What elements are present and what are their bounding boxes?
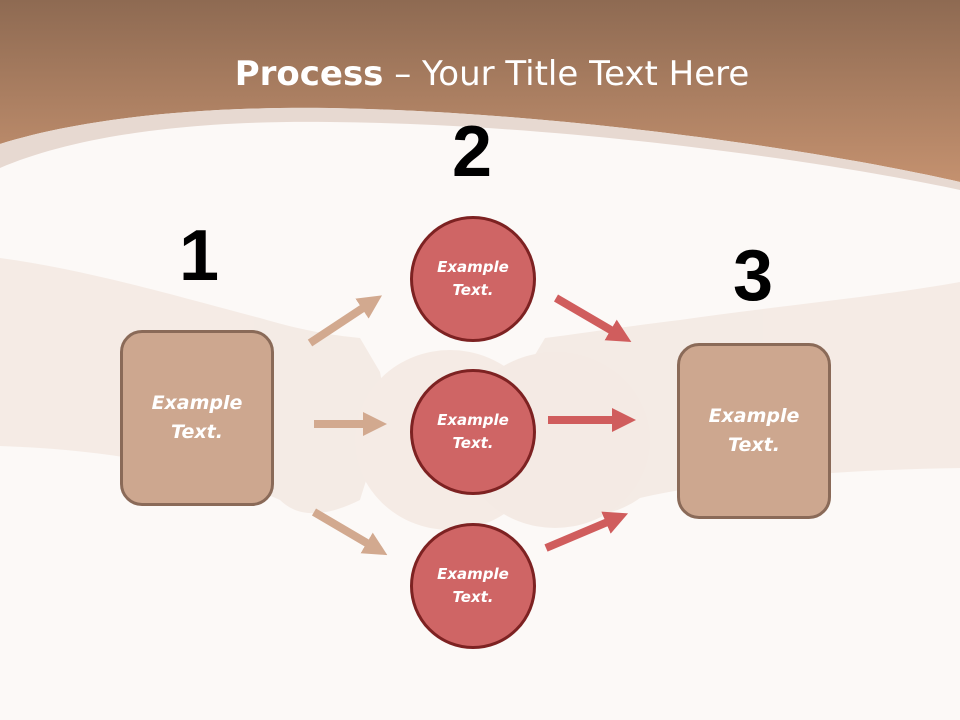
right-box: Example Text. [677, 343, 831, 519]
arrow-left-to-top [307, 295, 383, 347]
circle-middle-line2: Text. [452, 434, 494, 452]
title-bold: Process [234, 54, 384, 94]
circle-middle-line1: Example [437, 411, 509, 429]
circle-top-line1: Example [437, 258, 509, 276]
circle-top-line2: Text. [452, 281, 494, 299]
left-box-line1: Example [151, 392, 243, 414]
arrow-bottom-to-right [544, 511, 629, 552]
left-box: Example Text. [120, 330, 274, 506]
circle-bottom-line1: Example [437, 565, 509, 583]
step-number-3: 3 [732, 236, 774, 316]
left-box-line2: Text. [171, 421, 223, 443]
right-box-line1: Example [708, 405, 800, 427]
circle-middle: Example Text. [410, 369, 536, 495]
arrow-top-to-right [553, 294, 632, 343]
slide-title: Process – Your Title Text Here [0, 52, 960, 96]
circle-bottom: Example Text. [410, 523, 536, 649]
step-number-2: 2 [451, 112, 493, 192]
step-number-1: 1 [178, 216, 220, 296]
title-rest: – Your Title Text Here [383, 54, 750, 94]
arrow-left-to-bottom [311, 508, 388, 556]
circle-top: Example Text. [410, 216, 536, 342]
right-box-line2: Text. [728, 434, 780, 456]
circle-bottom-line2: Text. [452, 588, 494, 606]
